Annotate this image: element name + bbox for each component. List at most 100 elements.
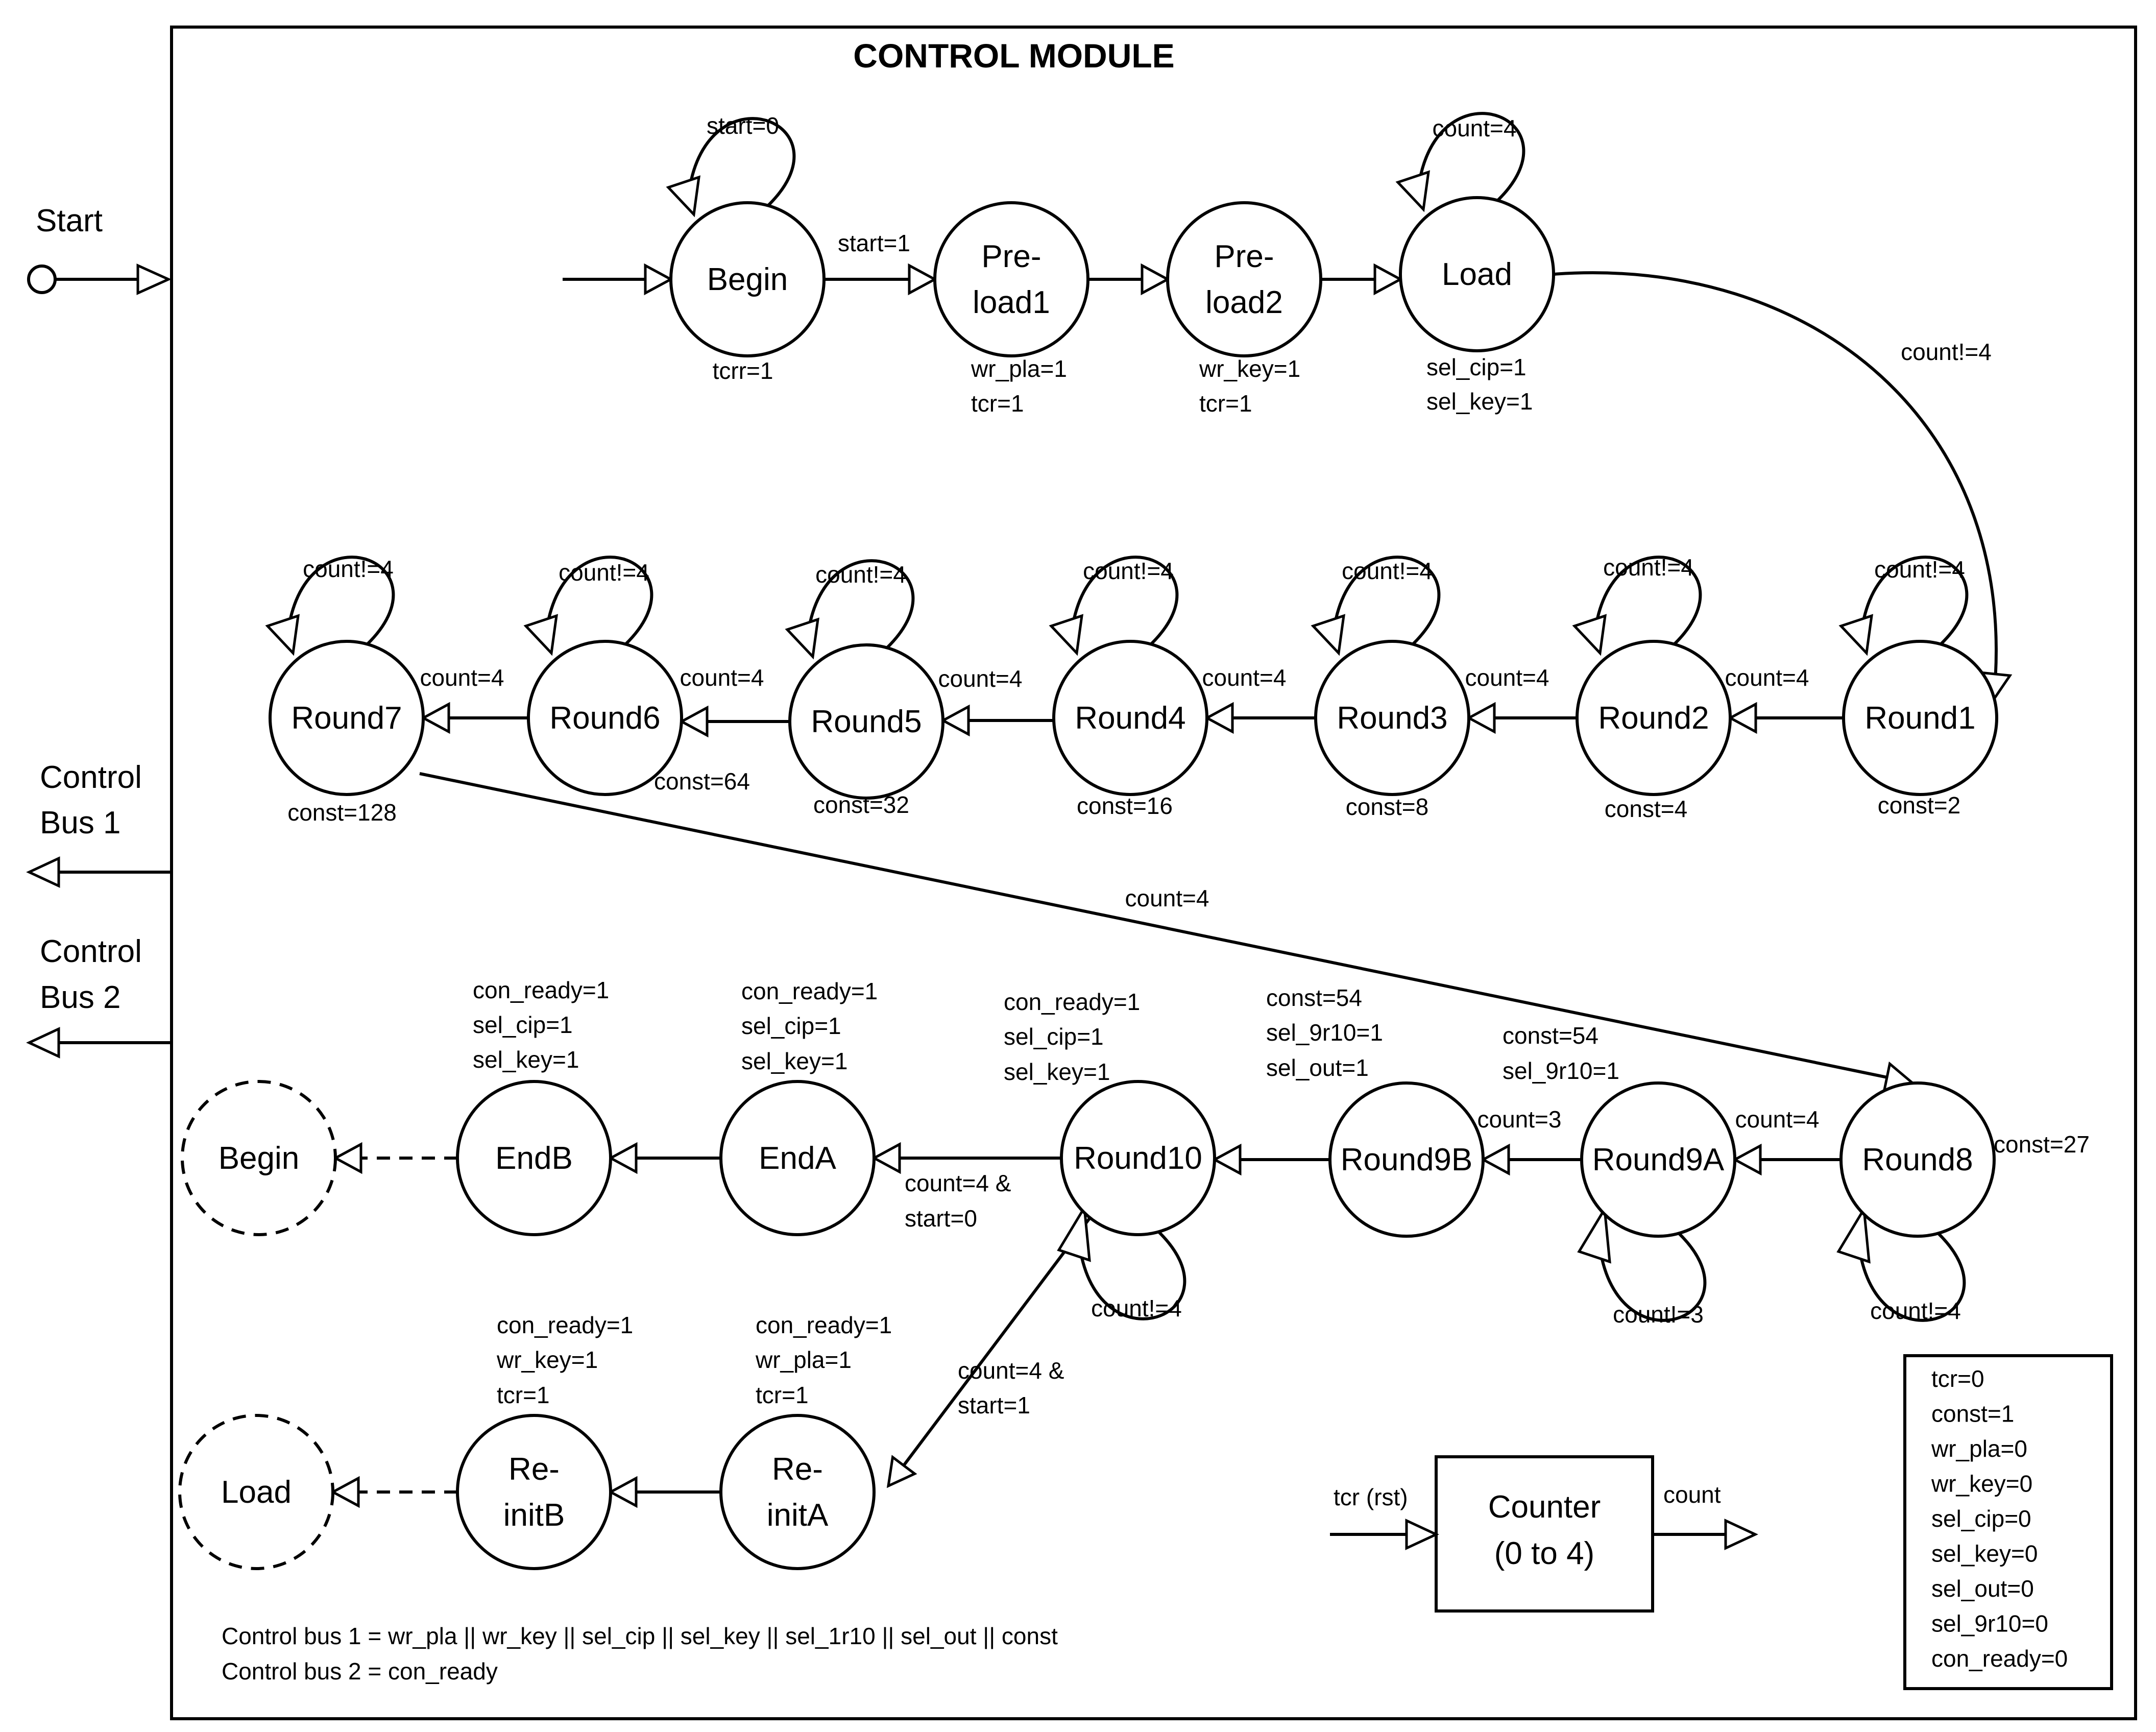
- endb-output-line2: sel_cip=1: [473, 1012, 573, 1038]
- state-round9b-label: Round9B: [1341, 1142, 1473, 1177]
- state-round1-circle: [1842, 640, 1998, 796]
- state-preload1-label: Pre-: [981, 239, 1041, 274]
- round3-self-label: count!=4: [1342, 558, 1433, 584]
- default-value-item: sel_out=0: [1931, 1575, 2034, 1602]
- reinitb-output-line2: wr_key=1: [496, 1346, 598, 1373]
- round1-self-loop: [1862, 556, 1969, 646]
- round9a-self-loop: [1601, 1232, 1707, 1322]
- load-self-label: count=4: [1433, 115, 1517, 141]
- round9b-output-line2: sel_9r10=1: [1266, 1019, 1383, 1046]
- round9a-output-line2: sel_9r10=1: [1503, 1057, 1619, 1084]
- round2-self-label: count!=4: [1603, 554, 1694, 581]
- state-round2-circle: [1576, 640, 1732, 796]
- default-value-item: con_ready=0: [1931, 1645, 2068, 1672]
- state-reinitb-label: Re-: [508, 1452, 560, 1487]
- round9a-to-round9b-label: count=3: [1477, 1106, 1562, 1133]
- round5-self-loop: [809, 559, 915, 650]
- begin-self-label: start=0: [707, 112, 779, 139]
- round10-self-loop: [1080, 1230, 1186, 1320]
- round8-to-round9a-label: count=4: [1735, 1106, 1820, 1133]
- preload2-output-line1: wr_key=1: [1199, 355, 1300, 382]
- round6-self-loop: [547, 556, 653, 646]
- control-bus-2-label-line2: Bus 2: [40, 980, 121, 1015]
- round8-self-label: count!=4: [1870, 1297, 1961, 1324]
- state-begin-circle: [669, 201, 826, 357]
- state-reinita-circle: [719, 1414, 876, 1570]
- state-round6-label: Round6: [549, 701, 660, 736]
- round10-to-reinita-label-line1: count=4 &: [958, 1357, 1064, 1384]
- state-output-labels: tcrr=1 wr_pla=1 tcr=1 wr_key=1 tcr=1 sel…: [287, 354, 2090, 1408]
- round3-self-loop-arrowhead: [1311, 614, 1346, 656]
- control-bus-1-arrowhead: [26, 856, 60, 888]
- round9b-output-line3: sel_out=1: [1266, 1054, 1369, 1081]
- counter-label-line1: Counter: [1488, 1489, 1601, 1525]
- load-to-round1-label: count!=4: [1901, 339, 1992, 365]
- state-endb: EndB: [456, 1080, 612, 1236]
- state-enda-circle: [719, 1080, 876, 1236]
- state-round10-circle: [1060, 1080, 1216, 1236]
- state-round5-label: Round5: [811, 704, 922, 739]
- round2-to-round3-label: count=4: [1465, 664, 1549, 691]
- round9a-output-line1: const=54: [1503, 1022, 1598, 1049]
- round2-self-loop-arrowhead: [1572, 614, 1607, 656]
- default-value-item: tcr=0: [1931, 1365, 1984, 1392]
- state-reinitb-label: initB: [503, 1498, 565, 1533]
- round10-to-enda-label-line1: count=4 &: [905, 1170, 1011, 1196]
- round10-output-line1: con_ready=1: [1004, 989, 1140, 1015]
- transition-labels: start=0 start=1 count=4 count!=4 count!=…: [303, 112, 1992, 1418]
- counter-output-arrowhead: [1724, 1519, 1758, 1550]
- round3-to-round4-label: count=4: [1202, 664, 1287, 691]
- default-values-box: tcr=0const=1wr_pla=0wr_key=0sel_cip=0sel…: [1903, 1354, 2113, 1690]
- state-round3-label: Round3: [1337, 701, 1447, 736]
- round4-self-loop-arrowhead: [1049, 614, 1084, 656]
- state-preload2-label: Pre-: [1214, 239, 1274, 274]
- state-round1-label: Round1: [1864, 701, 1975, 736]
- transition-edges: [265, 112, 2013, 1508]
- state-load: Load: [1399, 196, 1555, 352]
- default-value-item: wr_key=0: [1931, 1471, 2032, 1497]
- round2-self-loop: [1596, 556, 1702, 646]
- start-port-label: Start: [36, 203, 103, 238]
- module-title: CONTROL MODULE: [853, 37, 1174, 75]
- state-round2: Round2: [1576, 640, 1732, 796]
- counter-output-label: count: [1663, 1481, 1721, 1508]
- counter-input-arrowhead: [1405, 1519, 1439, 1550]
- load-to-round1-edge: [1553, 271, 2013, 703]
- default-value-item: wr_pla=0: [1931, 1435, 2027, 1462]
- state-begin-ref: Begin: [181, 1080, 337, 1236]
- state-round8-circle: [1839, 1081, 1996, 1238]
- state-enda: EndA: [719, 1080, 876, 1236]
- round3-output: const=8: [1346, 793, 1428, 820]
- round10-to-reinita-label-line2: start=1: [958, 1392, 1030, 1418]
- state-endb-circle: [456, 1080, 612, 1236]
- reinitb-output-line3: tcr=1: [497, 1382, 550, 1408]
- state-reinita-label: Re-: [772, 1452, 823, 1487]
- round9a-self-loop-arrowhead: [1577, 1205, 1611, 1264]
- state-enda-label: EndA: [759, 1141, 836, 1176]
- enda-output-line2: sel_cip=1: [741, 1013, 841, 1039]
- default-values-frame: [1903, 1354, 2113, 1690]
- state-round9b-circle: [1328, 1081, 1485, 1238]
- state-preload1: Pre-load1: [933, 201, 1089, 357]
- state-load-ref: Load: [178, 1414, 334, 1570]
- state-preload2-circle: [1166, 201, 1322, 357]
- start-port: Start: [27, 203, 172, 295]
- state-round7: Round7: [269, 640, 425, 796]
- load-self-loop-arrowhead: [1395, 170, 1431, 212]
- state-preload2: Pre-load2: [1166, 201, 1322, 357]
- state-round10-label: Round10: [1074, 1141, 1202, 1176]
- round10-self-label: count!=4: [1091, 1295, 1182, 1321]
- default-value-item: const=1: [1931, 1401, 2014, 1427]
- state-load-ref-label: Load: [221, 1475, 292, 1510]
- round7-self-loop-arrowhead: [265, 614, 300, 656]
- round10-output-line3: sel_key=1: [1004, 1059, 1110, 1085]
- preload1-output-line1: wr_pla=1: [971, 355, 1067, 382]
- round9a-self-label: count!=3: [1613, 1301, 1704, 1328]
- state-load-label: Load: [1442, 257, 1512, 292]
- state-round9b: Round9B: [1328, 1081, 1485, 1238]
- counter-input-label: tcr (rst): [1334, 1484, 1408, 1510]
- counter-box: [1435, 1455, 1654, 1613]
- round10-to-enda-label-line2: start=0: [905, 1205, 977, 1232]
- begin-to-preload1-label: start=1: [838, 230, 910, 256]
